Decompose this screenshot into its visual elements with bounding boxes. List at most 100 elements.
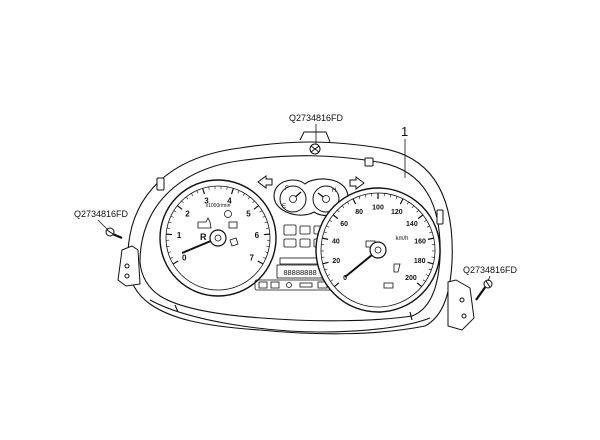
right-screw: [475, 279, 493, 301]
cluster-housing: [127, 141, 453, 335]
speedometer-major-tick: [399, 198, 404, 205]
speedometer-major-tick: [416, 282, 423, 288]
tachometer-minor-tick: [173, 210, 177, 213]
speedometer-label-200: 200: [405, 275, 417, 282]
tachometer-minor-tick: [166, 227, 170, 229]
tachometer-minor-tick: [168, 221, 172, 224]
tachometer-major-tick: [172, 260, 179, 265]
tachometer-minor-tick: [185, 196, 189, 200]
callout-right-part-number: Q2734816FD: [463, 265, 518, 275]
speedometer-ticks: [321, 193, 435, 288]
callout-item-number: 1: [401, 124, 408, 139]
speedometer-minor-tick: [324, 268, 328, 271]
speedometer-minor-tick: [425, 274, 429, 277]
speedometer-label-80: 80: [355, 209, 363, 216]
tachometer-major-tick: [253, 205, 260, 210]
tachometer-label-2: 2: [185, 209, 190, 218]
leader-lines: [97, 124, 491, 282]
speedometer-label-140: 140: [406, 221, 418, 228]
left-screw: [105, 227, 123, 240]
tachometer-major-tick: [176, 205, 183, 210]
tachometer-minor-tick: [262, 215, 266, 218]
tachometer-label-6: 6: [255, 231, 260, 240]
side-clips: [156, 157, 444, 225]
headlight-icon: [224, 210, 232, 218]
speedometer-minor-tick: [426, 225, 430, 228]
tachometer-ticks: [166, 186, 270, 265]
speedometer-minor-tick: [326, 225, 330, 228]
speedometer-minor-tick: [327, 274, 331, 277]
callout-left-part-number: Q2734816FD: [74, 209, 129, 219]
speedometer-label-0: 0: [343, 275, 347, 282]
tachometer-label-3: 3: [204, 197, 209, 206]
left-turn-signal-icon: [257, 175, 273, 189]
speedometer-minor-tick: [411, 205, 415, 209]
speedometer-minor-tick: [330, 279, 334, 282]
speedometer-label-40: 40: [332, 239, 340, 246]
left-mounting-tab: [117, 245, 141, 287]
speedometer-label-160: 160: [414, 239, 426, 246]
speedometer-major-tick: [427, 261, 434, 265]
tachometer-unit: x1000r/min: [206, 203, 231, 209]
speedometer-label-100: 100: [372, 204, 384, 211]
tachometer-major-tick: [230, 188, 234, 195]
park-brake-indicator: R: [200, 232, 207, 242]
tachometer-minor-tick: [262, 256, 266, 259]
tachometer-minor-tick: [264, 251, 268, 253]
tachometer-major-tick: [202, 188, 206, 195]
speedometer-minor-tick: [406, 201, 409, 205]
tachometer-label-7: 7: [250, 253, 255, 262]
speedometer-minor-tick: [389, 194, 392, 198]
tachometer-minor-tick: [168, 251, 172, 253]
right-turn-signal-icon: [349, 176, 365, 190]
seatbelt-icon: [393, 263, 401, 273]
tachometer-minor-tick: [266, 227, 270, 229]
speedometer-minor-tick: [429, 231, 433, 234]
oil-pressure-icon: [197, 217, 212, 229]
speedometer-major-tick: [322, 261, 329, 265]
speedometer-minor-tick: [395, 196, 398, 200]
speedometer-minor-tick: [416, 209, 419, 213]
tachometer-minor-tick: [242, 193, 245, 197]
tachometer-label-4: 4: [227, 197, 232, 206]
speedometer-label-180: 180: [414, 258, 426, 265]
tachometer-minor-tick: [208, 186, 210, 190]
tachometer-minor-tick: [264, 221, 268, 224]
tachometer-label-0: 0: [182, 253, 187, 262]
speedometer-minor-tick: [329, 219, 333, 223]
speedometer-label-120: 120: [391, 209, 403, 216]
tachometer-minor-tick: [226, 186, 228, 190]
speedometer-label-60: 60: [340, 221, 348, 228]
tachometer-minor-tick: [170, 215, 174, 218]
tachometer-minor-tick: [196, 190, 199, 194]
right-mounting-tab: [447, 279, 475, 331]
speedometer-minor-tick: [423, 219, 427, 223]
speedometer-unit: km/h: [395, 236, 408, 242]
door-open-icon: [229, 237, 239, 247]
battery-icon: [228, 221, 238, 229]
tachometer-minor-tick: [170, 256, 174, 259]
speedometer-minor-tick: [347, 201, 350, 205]
speedometer-major-tick: [427, 237, 434, 240]
top-mounting-tab: [299, 131, 331, 155]
fuel-empty-label: E: [282, 204, 286, 210]
speedometer-minor-tick: [337, 209, 340, 213]
tachometer-minor-tick: [181, 200, 184, 204]
speedometer-minor-tick: [358, 196, 361, 200]
speedometer-minor-tick: [323, 231, 327, 234]
speedometer-major-tick: [417, 214, 424, 220]
fuel-full-label: F: [285, 186, 289, 192]
tachometer-minor-tick: [191, 193, 194, 197]
tachometer-label-5: 5: [246, 209, 251, 218]
speedometer-major-tick: [332, 214, 339, 220]
abs-icon: [383, 282, 394, 289]
speedometer-label-20: 20: [332, 258, 340, 265]
center-gauge-pod: F E H C: [273, 178, 349, 216]
tachometer-major-tick: [257, 260, 264, 265]
speedometer-minor-tick: [428, 268, 432, 271]
fuel-gauge: F E: [279, 185, 307, 213]
